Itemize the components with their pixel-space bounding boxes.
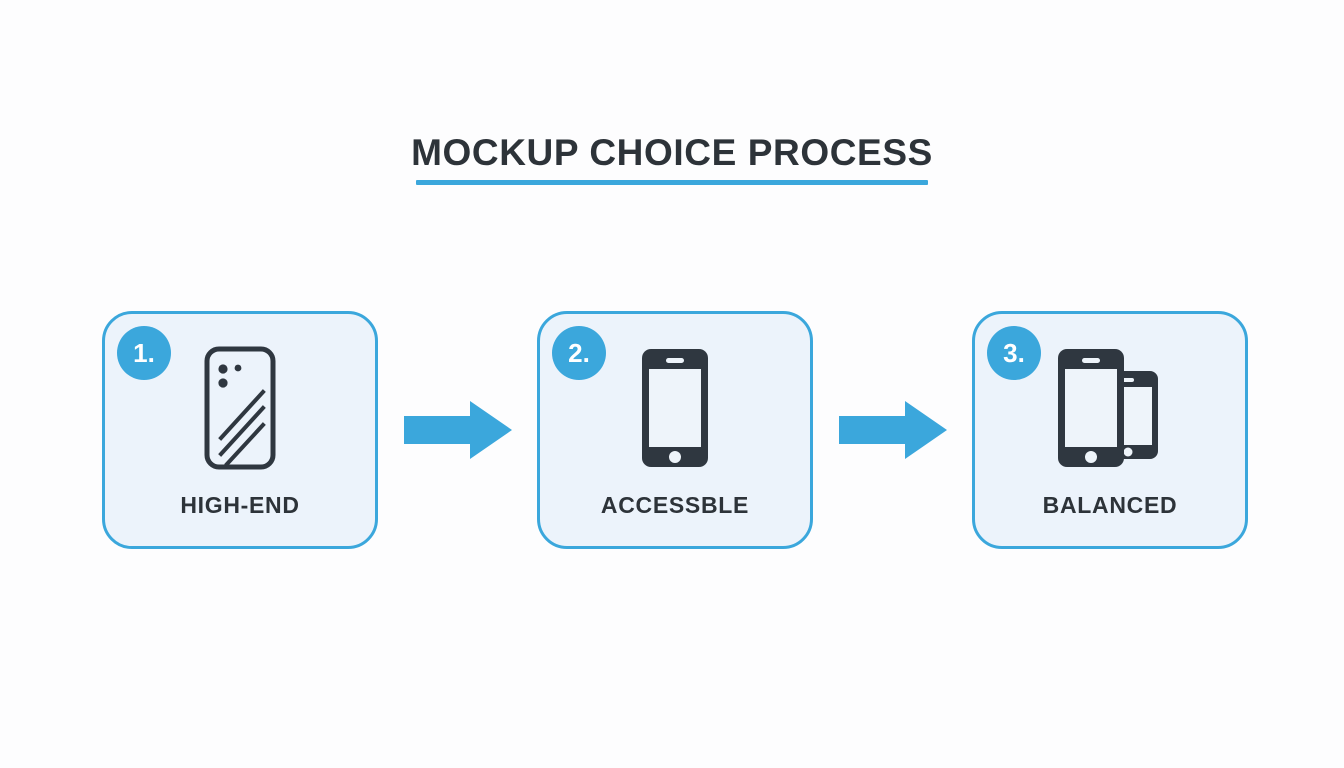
step-card-3[interactable]: 3. BALANCED bbox=[972, 311, 1248, 549]
phone-back-icon bbox=[204, 346, 276, 470]
step-number-badge-2: 2. bbox=[552, 326, 606, 380]
arrow-right-icon-2 bbox=[837, 399, 949, 461]
process-flow: 1. HIGH-END 2. bbox=[102, 310, 1248, 550]
title-block: MOCKUP CHOICE PROCESS bbox=[0, 131, 1344, 185]
step-card-1[interactable]: 1. HIGH-END bbox=[102, 311, 378, 549]
step-number-badge-1: 1. bbox=[117, 326, 171, 380]
step-label-3: BALANCED bbox=[1042, 492, 1178, 518]
title-underline bbox=[416, 180, 928, 185]
two-phones-icon bbox=[1058, 346, 1162, 470]
smartphone-icon bbox=[642, 346, 708, 470]
arrow-right-icon-1 bbox=[402, 399, 514, 461]
step-label-1: HIGH-END bbox=[180, 492, 300, 518]
step-label-2: ACCESSBLE bbox=[600, 492, 750, 518]
step-card-2[interactable]: 2. ACCESSBLE bbox=[537, 311, 813, 549]
page-title: MOCKUP CHOICE PROCESS bbox=[411, 132, 933, 173]
step-number-badge-3: 3. bbox=[987, 326, 1041, 380]
